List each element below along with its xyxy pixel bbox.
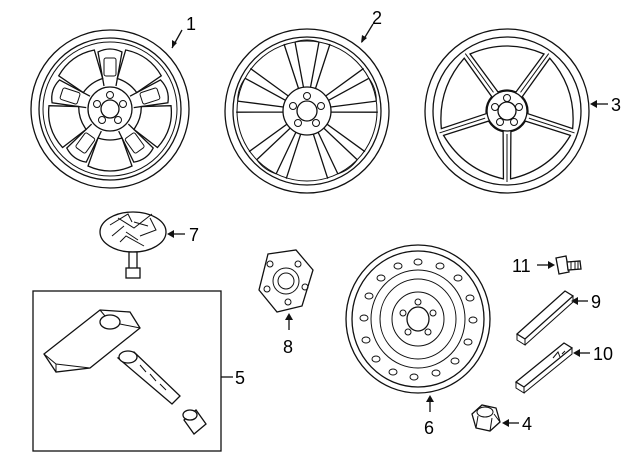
- callout-3: 3: [611, 95, 621, 115]
- bolt-part-11[interactable]: [555, 255, 582, 275]
- arrowhead-9: [571, 297, 578, 305]
- callout-10: 10: [593, 344, 613, 364]
- weight-strip-part-10[interactable]: [514, 342, 574, 394]
- callout-11: 11: [512, 256, 531, 276]
- callout-1: 1: [186, 14, 196, 34]
- weight-strip-part-9[interactable]: [515, 290, 575, 346]
- wheel-part-2[interactable]: [224, 28, 390, 194]
- wheel-part-1[interactable]: [30, 29, 190, 189]
- arrowhead-7: [167, 230, 174, 238]
- callout-4: 4: [522, 414, 532, 434]
- callout-2: 2: [372, 8, 382, 28]
- arrowhead-10: [573, 349, 580, 357]
- arrowhead-4: [502, 419, 509, 427]
- center-cap-part-7[interactable]: [99, 211, 167, 279]
- tpms-sensor-kit-part-5[interactable]: [32, 290, 222, 452]
- hub-cap-part-8[interactable]: [258, 249, 314, 313]
- arrowhead-8: [285, 313, 293, 320]
- arrowhead-6: [426, 395, 434, 402]
- callout-9: 9: [591, 292, 601, 312]
- arrowhead-3: [590, 100, 597, 108]
- arrowhead-11: [548, 261, 555, 269]
- lug-nut-part-4[interactable]: [471, 404, 501, 432]
- spare-wheel-part-6[interactable]: [345, 244, 491, 394]
- callout-7: 7: [189, 225, 199, 245]
- arrowhead-2: [361, 35, 367, 43]
- callout-6: 6: [424, 418, 434, 438]
- callout-8: 8: [283, 337, 293, 357]
- callout-5: 5: [235, 368, 245, 388]
- wheel-part-3[interactable]: [424, 28, 590, 194]
- arrowhead-1: [172, 40, 177, 48]
